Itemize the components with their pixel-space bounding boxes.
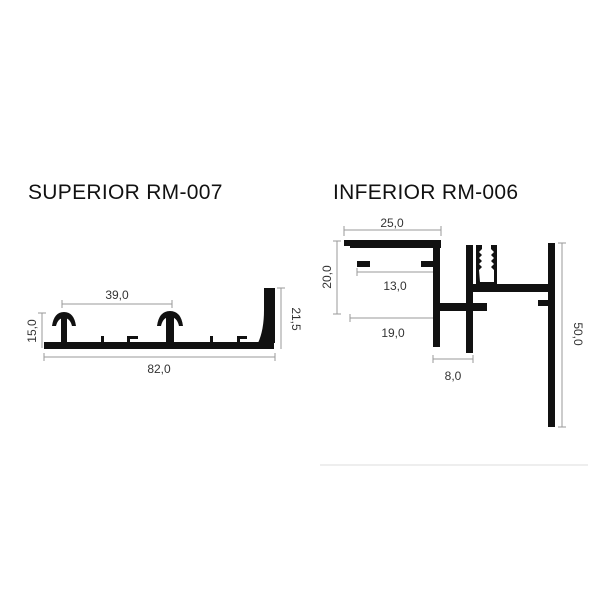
superior-profile-title: SUPERIOR RM-007 <box>28 181 223 204</box>
dim-total-height: 50,0 <box>571 322 585 346</box>
dim-top-span: 39,0 <box>105 288 129 302</box>
dim-left-height: 15,0 <box>25 319 39 343</box>
inferior-dimensions: 25,0 20,0 13,0 19,0 8,0 50,0 <box>320 216 585 428</box>
superior-profile-shape <box>44 288 275 349</box>
superior-dimensions: 39,0 15,0 21,5 82,0 <box>25 287 303 376</box>
dim-left-height: 20,0 <box>320 265 334 289</box>
inferior-profile-shape <box>344 240 555 427</box>
dim-right-height: 21,5 <box>289 307 303 331</box>
dim-lower-width: 19,0 <box>381 326 405 340</box>
dim-total-width: 82,0 <box>147 362 171 376</box>
dim-top-width: 25,0 <box>380 216 404 230</box>
inferior-profile-title: INFERIOR RM-006 <box>333 181 519 204</box>
dim-gap: 8,0 <box>445 369 462 383</box>
dim-inner-width: 13,0 <box>383 279 407 293</box>
